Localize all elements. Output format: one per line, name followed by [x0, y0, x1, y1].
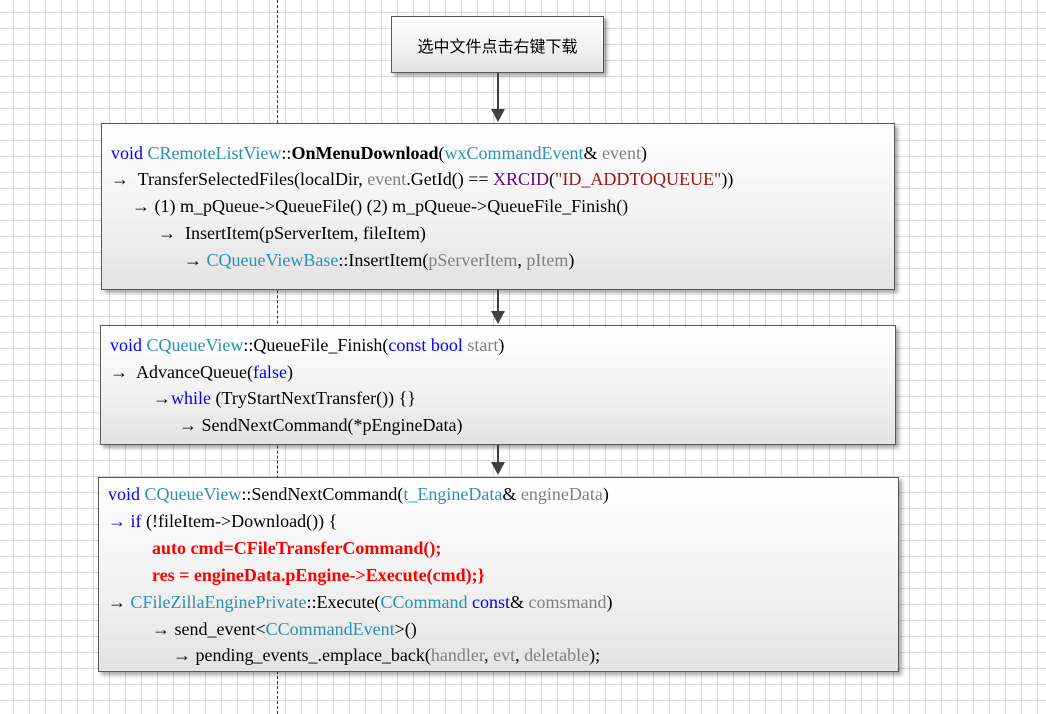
code-line: → InsertItem(pServerItem, fileItem) [158, 223, 426, 243]
code-line: → if (!fileItem->Download()) { [108, 511, 338, 531]
code-line: void CRemoteListView::OnMenuDownload(wxC… [111, 143, 647, 163]
code-box-sendnextcommand: void CQueueView::SendNextCommand(t_Engin… [98, 477, 899, 672]
code-line: void CQueueView::QueueFile_Finish(const … [110, 335, 505, 355]
code-box-queuefile-finish: void CQueueView::QueueFile_Finish(const … [100, 325, 896, 445]
code-line: → send_event<CCommandEvent>() [152, 619, 417, 639]
code-line: → pending_events_.emplace_back(handler, … [173, 645, 601, 665]
code-line: void CQueueView::SendNextCommand(t_Engin… [108, 484, 609, 504]
highlighted-code-line: res = engineData.pEngine->Execute(cmd);} [152, 565, 485, 585]
code-line: →while (TryStartNextTransfer()) {} [153, 388, 416, 408]
code-line: → TransferSelectedFiles(localDir, event.… [111, 169, 734, 189]
code-line: → CQueueViewBase::InsertItem(pServerItem… [184, 250, 575, 270]
code-line: → CFileZillaEnginePrivate::Execute(CComm… [108, 592, 613, 612]
highlighted-code-line: auto cmd=CFileTransferCommand(); [152, 538, 442, 558]
code-box-onmenudownload: void CRemoteListView::OnMenuDownload(wxC… [101, 123, 895, 290]
start-box: 选中文件点击右键下载 [391, 16, 604, 73]
code-line: → AdvanceQueue(false) [110, 362, 293, 382]
code-line: → SendNextCommand(*pEngineData) [179, 415, 463, 435]
start-box-label: 选中文件点击右键下载 [417, 36, 578, 56]
code-line: → (1) m_pQueue->QueueFile() (2) m_pQueue… [132, 196, 629, 216]
